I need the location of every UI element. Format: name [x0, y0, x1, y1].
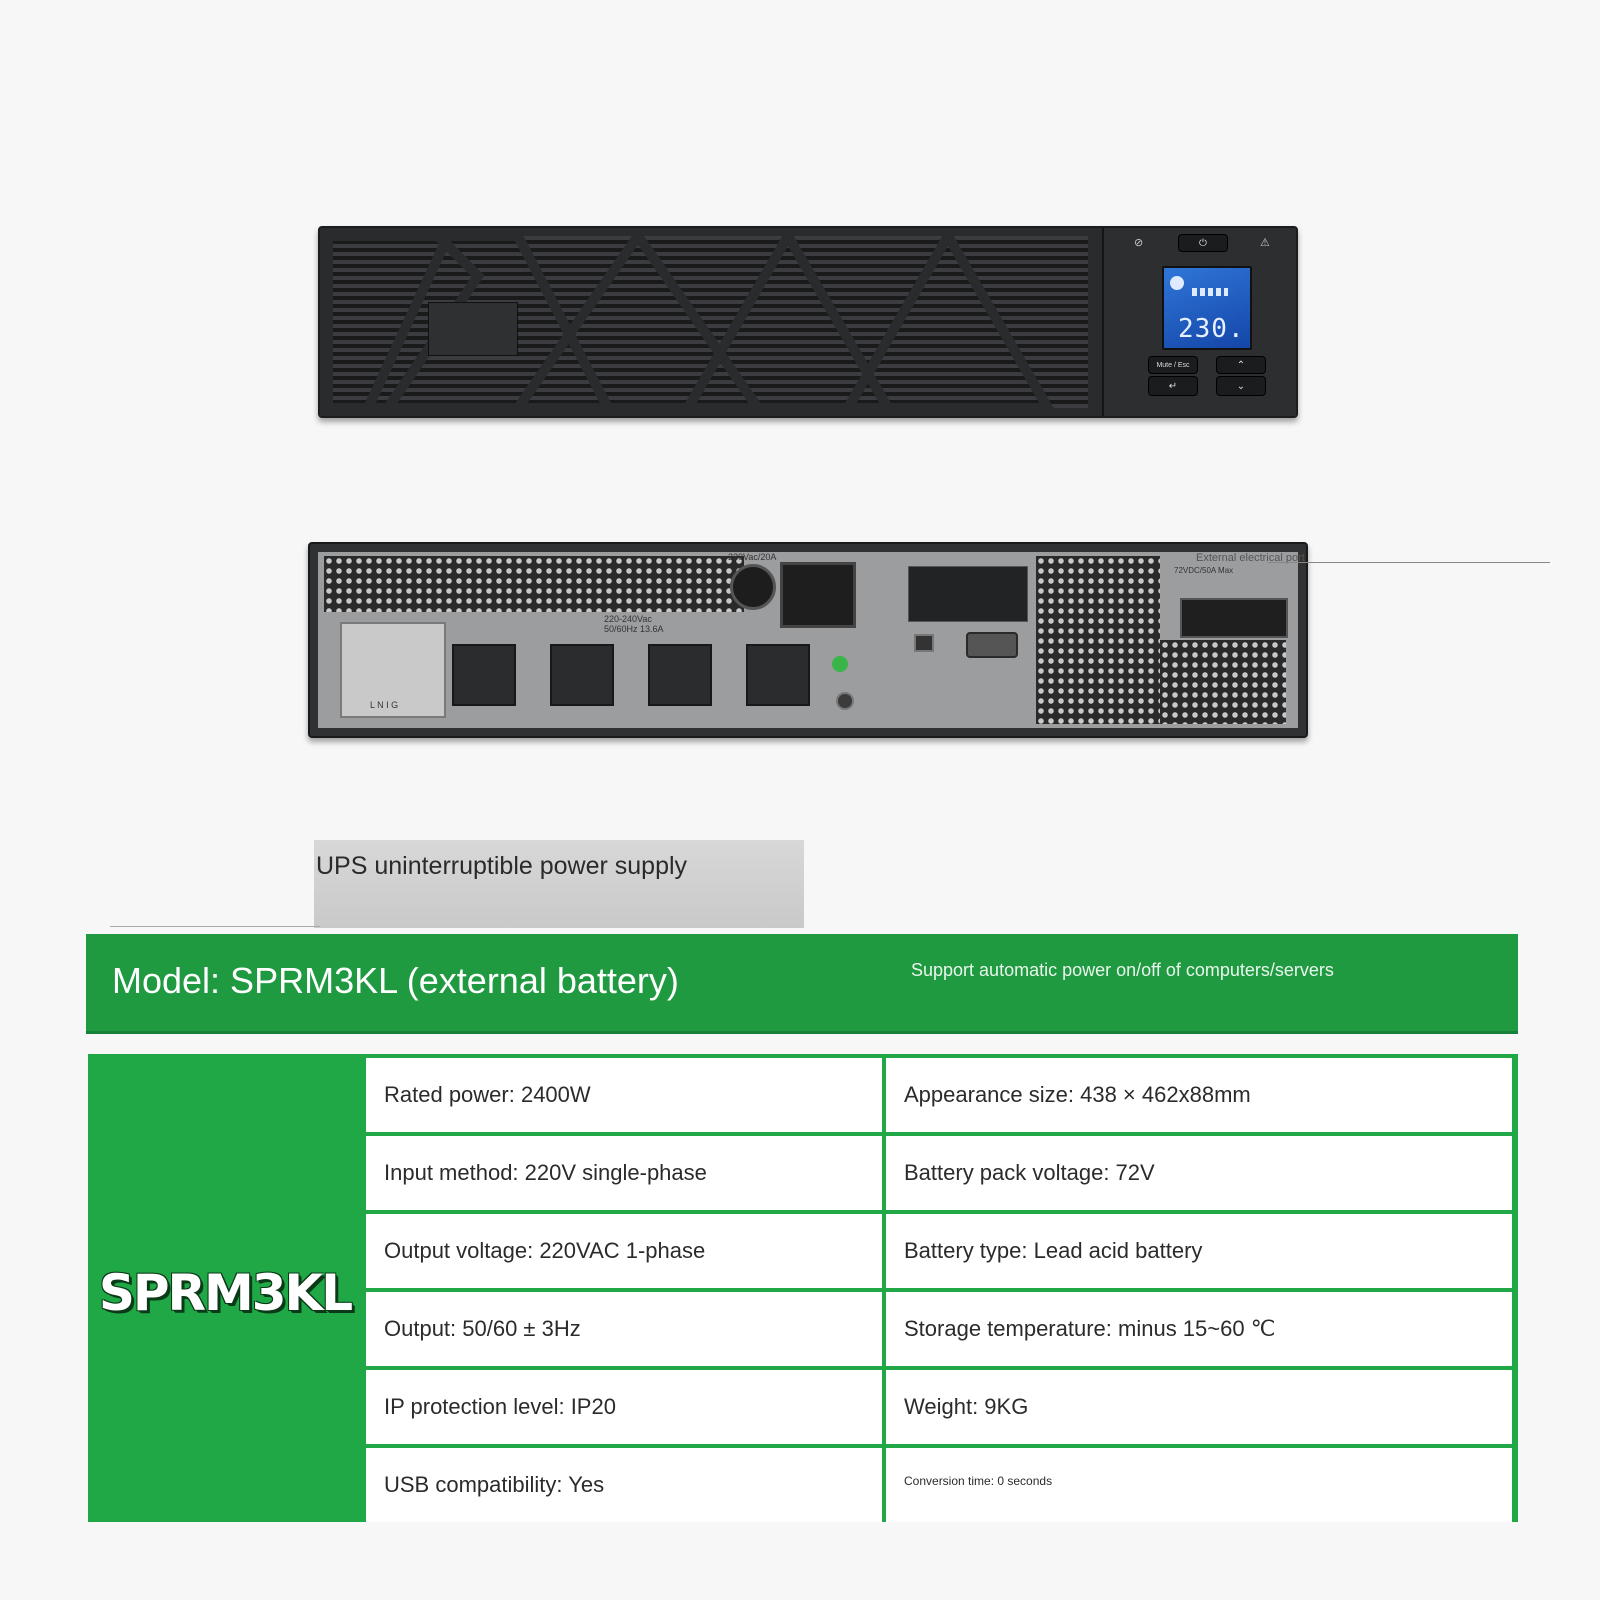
spec-cell-rated-power: Rated power: 2400W: [362, 1054, 882, 1132]
external-port-spec: 72VDC/50A Max: [1174, 566, 1234, 575]
spec-cell-usb-compatibility: USB compatibility: Yes: [362, 1444, 882, 1522]
caption-divider: [110, 926, 320, 927]
rear-plate: L N I G 220Vac/20A 220-240Vac 50/60Hz 13…: [318, 552, 1298, 728]
spec-model-label: SPRM3KL: [98, 1264, 353, 1322]
model-banner: Model: SPRM3KL (external battery) Suppor…: [86, 934, 1518, 1034]
lcd-load-bars: [1192, 288, 1228, 296]
power-button[interactable]: ⏻: [1178, 234, 1228, 252]
product-caption: UPS uninterruptible power supply: [316, 852, 688, 880]
usb-port: [914, 634, 934, 652]
output-outlet-1: [452, 644, 516, 706]
breaker-label: L N I G: [370, 700, 399, 710]
spec-cell-weight: Weight: 9KG: [882, 1366, 1518, 1444]
input-fuse: [730, 564, 776, 610]
rear-vent-right: [1160, 640, 1286, 724]
down-button[interactable]: ⌄: [1216, 376, 1266, 396]
spec-model-panel: SPRM3KL: [88, 1054, 362, 1522]
external-port-label: External electrical port: [1196, 552, 1305, 564]
status-led: [832, 656, 848, 672]
front-label-tab: [428, 302, 518, 356]
warning-icon: ⚠: [1260, 237, 1270, 249]
enter-arrow-icon: ↵: [1168, 380, 1178, 392]
enter-button[interactable]: ↵: [1148, 376, 1198, 396]
spec-cell-battery-type: Battery type: Lead acid battery: [882, 1210, 1518, 1288]
external-battery-socket: [1180, 598, 1288, 638]
caption-background: [314, 840, 804, 928]
spec-table: Rated power: 2400W Appearance size: 438 …: [362, 1054, 1518, 1522]
output-rating-2: 50/60Hz 13.6A: [604, 624, 664, 634]
output-outlet-4: [746, 644, 810, 706]
spec-cell-storage-temperature: Storage temperature: minus 15~60 ℃: [882, 1288, 1518, 1366]
ground-screw: [836, 692, 854, 710]
spec-cell-appearance-size: Appearance size: 438 × 462x88mm: [882, 1054, 1518, 1132]
output-outlet-2: [550, 644, 614, 706]
model-slogan: Support automatic power on/off of comput…: [911, 960, 1334, 980]
ups-rear-panel-image: L N I G 220Vac/20A 220-240Vac 50/60Hz 13…: [308, 542, 1308, 738]
spec-cell-output-voltage: Output voltage: 220VAC 1-phase: [362, 1210, 882, 1288]
output-outlet-3: [648, 644, 712, 706]
chevron-up-icon: ⌃: [1236, 359, 1246, 371]
external-port-leader-line: [1268, 562, 1550, 563]
model-title: Model: SPRM3KL (external battery): [112, 960, 679, 1001]
spec-cell-output-frequency: Output: 50/60 ± 3Hz: [362, 1288, 882, 1366]
chevron-down-icon: ⌄: [1236, 380, 1246, 392]
rs232-port: [966, 632, 1018, 658]
up-button[interactable]: ⌃: [1216, 356, 1266, 374]
lcd-logo-icon: [1170, 276, 1184, 290]
rear-vent-left: [324, 556, 744, 612]
output-rating: 220-240Vac: [604, 614, 652, 624]
bypass-icon: ⊘: [1134, 237, 1144, 249]
input-rating: 220Vac/20A: [728, 552, 777, 562]
lcd-reading: 230.: [1178, 314, 1245, 344]
output-breaker-cover: L N I G: [340, 622, 446, 718]
spec-cell-input-method: Input method: 220V single-phase: [362, 1132, 882, 1210]
rear-vent-fan: [1036, 556, 1160, 724]
lcd-display: 230.: [1162, 266, 1252, 350]
spec-cell-battery-voltage: Battery pack voltage: 72V: [882, 1132, 1518, 1210]
spec-cell-ip-protection: IP protection level: IP20: [362, 1366, 882, 1444]
iec-input-inlet: [780, 562, 856, 628]
spec-cell-conversion-time: Conversion time: 0 seconds: [882, 1444, 1518, 1522]
power-icon: ⏻: [1199, 237, 1207, 249]
mute-esc-button[interactable]: Mute / Esc: [1148, 356, 1198, 374]
comm-slot: [908, 566, 1028, 622]
ups-front-panel-image: ⊘ ⏻ ⚠ 230. Mute / Esc ↵ ⌃ ⌄: [318, 226, 1298, 418]
front-control-panel: ⊘ ⏻ ⚠ 230. Mute / Esc ↵ ⌃ ⌄: [1102, 228, 1296, 416]
front-grille: [328, 236, 1088, 408]
